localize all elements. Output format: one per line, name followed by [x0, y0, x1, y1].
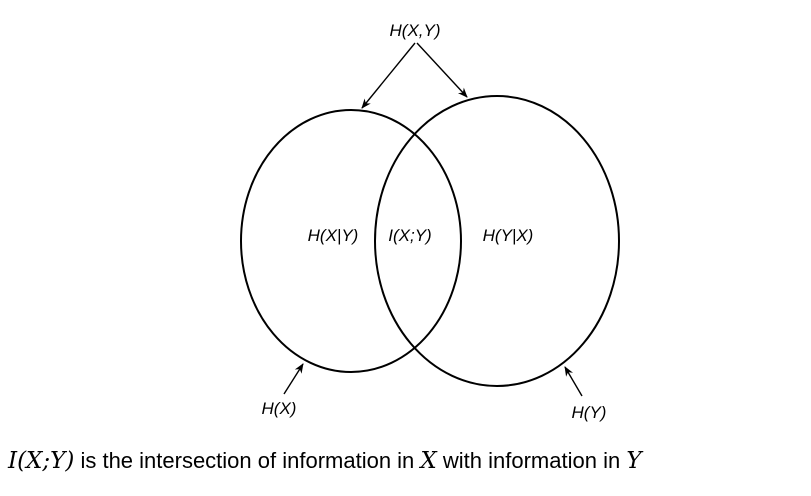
label-cond-y-given-x: H(Y|X) [483, 226, 534, 245]
label-entropy-y: H(Y) [572, 403, 607, 422]
caption-math-y: Y [626, 448, 642, 474]
label-mutual-info: I(X;Y) [388, 226, 431, 245]
label-entropy-x: H(X) [262, 399, 297, 418]
diagram-caption: I(X;Y) is the intersection of informatio… [8, 448, 808, 474]
caption-math-mutual-info: I(X;Y) [8, 448, 75, 474]
circle-x [240, 109, 462, 373]
arrow-hx [283, 363, 304, 395]
label-cond-x-given-y: H(X|Y) [308, 226, 359, 245]
caption-text-1: is the intersection of information in [74, 448, 421, 473]
circle-y [374, 95, 620, 387]
caption-math-x: X [420, 448, 437, 474]
arrow-hy [564, 366, 583, 397]
arrow-joint-right [416, 42, 468, 98]
caption-text-2: with information in [436, 448, 627, 473]
label-joint-entropy: H(X,Y) [390, 21, 441, 40]
arrow-joint-left [361, 42, 416, 109]
